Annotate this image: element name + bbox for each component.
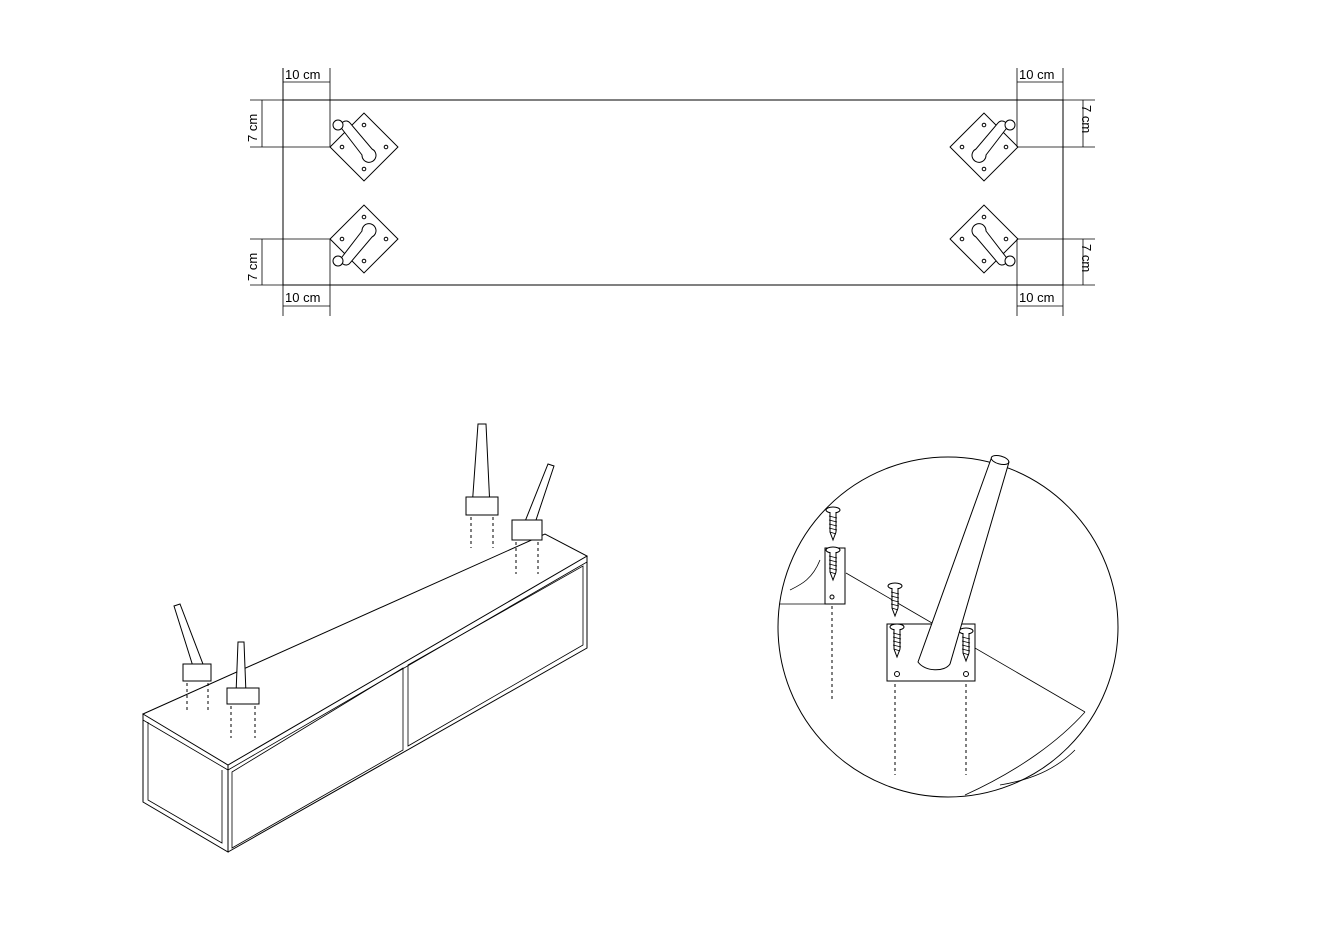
dim-upper-right-height: 7 cm <box>1079 105 1094 133</box>
top-view-panel: 10 cm 10 cm 10 cm 10 cm 7 cm 7 cm 7 cm 7… <box>245 67 1095 316</box>
leg-plate-bottom-left <box>329 204 399 274</box>
leg-front-mid <box>226 641 260 738</box>
dim-lower-left-height: 7 cm <box>245 253 260 281</box>
dim-upper-left-height: 7 cm <box>245 114 260 142</box>
dim-bottom-right-width: 10 cm <box>1019 290 1054 305</box>
leg-back-left <box>465 423 499 548</box>
detail-view-circle <box>777 454 1119 798</box>
leg-plate-top-left <box>329 112 399 182</box>
dim-lower-right-height: 7 cm <box>1079 244 1094 272</box>
cabinet-isometric <box>141 423 589 853</box>
dim-top-left-width: 10 cm <box>285 67 320 82</box>
leg-plate-top-right <box>949 112 1019 182</box>
dim-top-right-width: 10 cm <box>1019 67 1054 82</box>
detail-leg <box>917 458 1010 671</box>
leg-front-left <box>173 603 212 712</box>
leg-plate-bottom-right <box>949 204 1019 274</box>
dim-bottom-left-width: 10 cm <box>285 290 320 305</box>
leg-back-right <box>511 463 555 574</box>
